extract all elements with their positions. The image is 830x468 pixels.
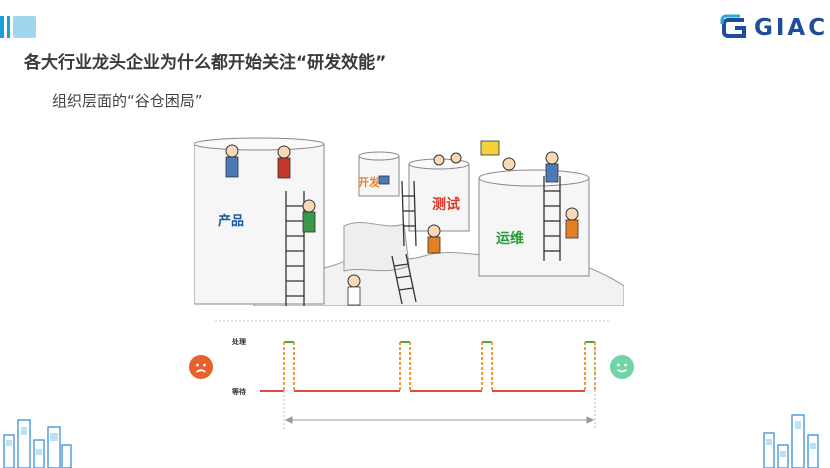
logo-text: GIAC	[754, 15, 829, 41]
page-subtitle: 组织层面的“谷仓困局”	[52, 92, 203, 110]
duration-arrow	[284, 416, 595, 424]
transition-lines	[283, 342, 596, 391]
giac-logo-icon	[720, 14, 746, 38]
silo-label-ops: 运维	[496, 231, 524, 247]
corner-accent-mark	[0, 16, 36, 38]
silo-label-dev: 开发	[358, 176, 380, 189]
sad-face-icon	[189, 355, 213, 379]
silo-label-test: 测试	[432, 197, 460, 213]
page-title: 各大行业龙头企业为什么都开始关注“研发效能”	[24, 53, 387, 73]
silo-illustration	[194, 137, 624, 306]
city-decoration-left-icon	[3, 419, 72, 468]
processing-label: 处理	[232, 338, 246, 346]
giac-logo: GIAC	[720, 14, 828, 42]
silo-label-product: 产品	[218, 214, 245, 229]
city-decoration-right-icon	[763, 414, 819, 468]
happy-face-icon	[610, 355, 634, 379]
waiting-label: 等待	[232, 388, 246, 396]
process-wait-timeline	[215, 320, 610, 430]
